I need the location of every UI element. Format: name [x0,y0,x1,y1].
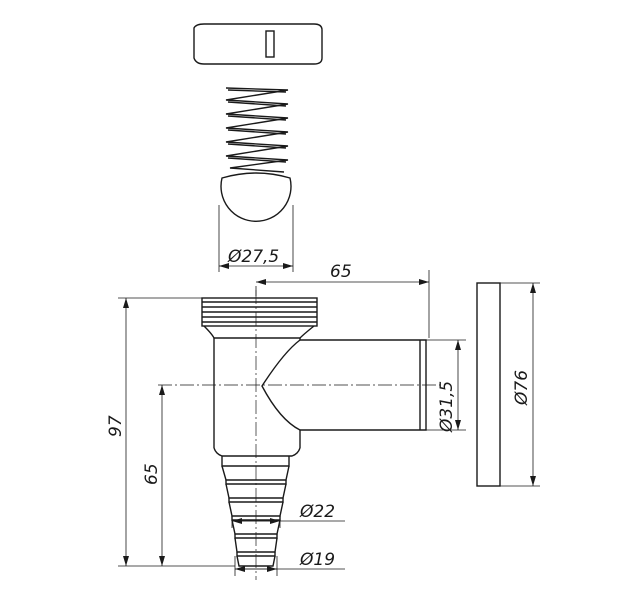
spring [225,87,289,173]
ball [220,172,292,223]
cap [193,23,323,65]
total-height-dimension: 97 [106,297,235,567]
ball-diameter-label: Ø27,5 [227,247,279,267]
outlet-height-dimension: 65 [142,385,165,566]
outlet-diameter-label: Ø31,5 [437,381,457,433]
flange-diameter-label: Ø76 [512,370,532,406]
hose-lower-diameter-label: Ø19 [299,550,335,570]
outlet-diameter-dimension: Ø31,5 [426,339,466,433]
flange-diameter-dimension: Ø76 [500,282,540,487]
flange [476,282,501,487]
hose-connector [221,456,290,567]
outlet-length-dimension: 65 [255,262,430,338]
hose-upper-diameter-dimension: Ø22 [231,502,345,528]
trap-body [158,290,440,580]
thread [202,301,317,323]
ball-diameter-dimension: Ø27,5 [218,205,294,272]
hose-upper-diameter-label: Ø22 [299,502,335,522]
hose-lower-diameter-dimension: Ø19 [234,550,345,576]
outlet-height-label: 65 [142,463,162,485]
total-height-label: 97 [106,415,126,437]
outlet-length-label: 65 [330,262,352,282]
